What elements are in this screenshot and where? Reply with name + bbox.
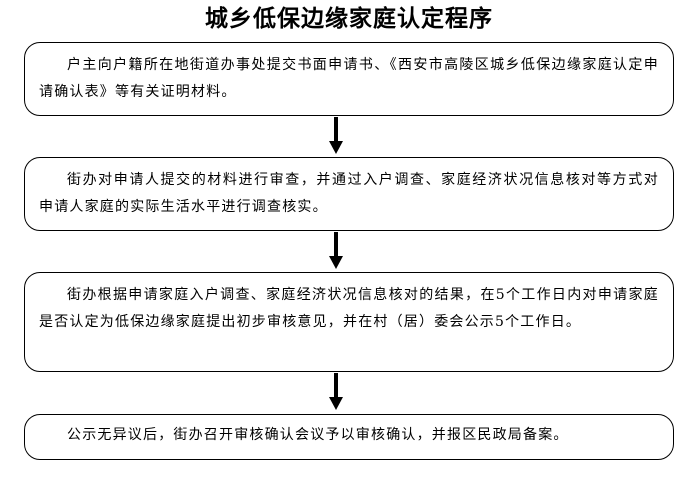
step-box-application: 户主向户籍所在地街道办事处提交书面申请书、《西安市高陵区城乡低保边缘家庭认定申请… [24, 42, 674, 116]
down-arrow-icon [328, 117, 344, 155]
step-text: 公示无异议后，街办召开审核确认会议予以审核确认，并报区民政局备案。 [67, 427, 569, 443]
step-box-review: 街办对申请人提交的材料进行审查，并通过入户调查、家庭经济状况信息核对等方式对申请… [24, 157, 674, 231]
step-text: 户主向户籍所在地街道办事处提交书面申请书、《西安市高陵区城乡低保边缘家庭认定申请… [39, 57, 659, 100]
diagram-title: 城乡低保边缘家庭认定程序 [205, 5, 493, 32]
step-box-preliminary-opinion: 街办根据申请家庭入户调查、家庭经济状况信息核对的结果，在5个工作日内对申请家庭是… [24, 272, 674, 372]
step-text: 街办对申请人提交的材料进行审查，并通过入户调查、家庭经济状况信息核对等方式对申请… [39, 172, 659, 215]
down-arrow-icon [328, 373, 344, 411]
step-box-confirmation: 公示无异议后，街办召开审核确认会议予以审核确认，并报区民政局备案。 [24, 414, 674, 460]
step-text: 街办根据申请家庭入户调查、家庭经济状况信息核对的结果，在5个工作日内对申请家庭是… [39, 287, 659, 330]
down-arrow-icon [328, 232, 344, 270]
